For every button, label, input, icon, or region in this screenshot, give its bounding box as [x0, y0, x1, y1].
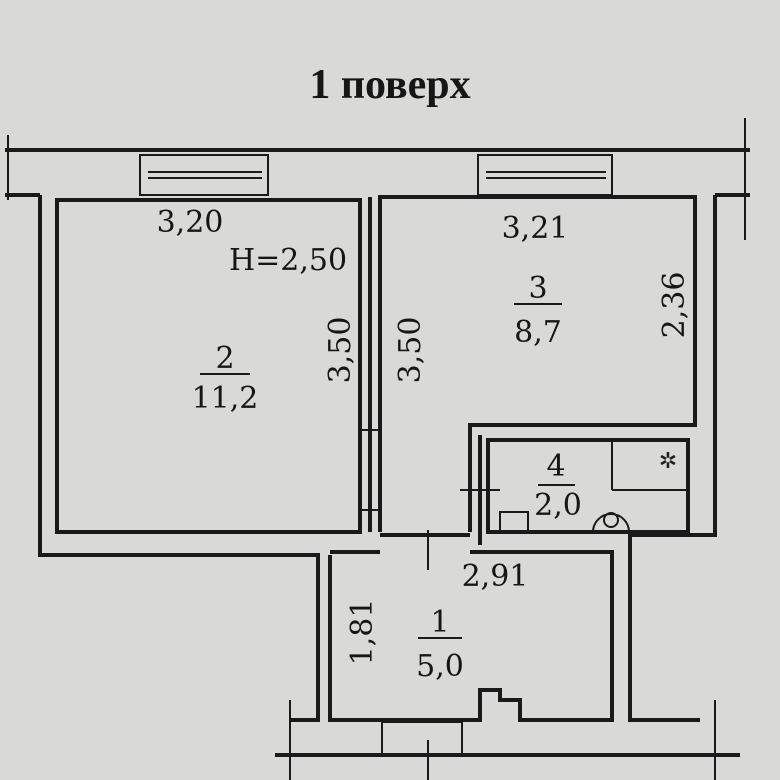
- room-3-side: 2,36: [657, 272, 692, 339]
- room-1-area: 5,0: [416, 649, 464, 684]
- floor-title: 1 поверх: [309, 62, 470, 108]
- room-1-width: 2,91: [462, 559, 529, 594]
- room-3-length: 3,50: [393, 317, 428, 384]
- sink-icon: [499, 511, 529, 533]
- room-2-width: 3,20: [157, 205, 224, 240]
- room-4-number: 4: [546, 449, 565, 484]
- room-4-area: 2,0: [534, 488, 582, 523]
- room-2-number: 2: [215, 341, 234, 376]
- room-1-length: 1,81: [345, 599, 380, 666]
- toilet-bowl-icon: [603, 512, 619, 528]
- windows: [139, 154, 613, 196]
- fixtures: ✲: [499, 448, 677, 533]
- room-2-length: 3,50: [323, 317, 358, 384]
- walls: [5, 118, 750, 780]
- room-3-width: 3,21: [502, 211, 569, 246]
- room-3-area: 8,7: [514, 315, 562, 350]
- toilet-icon: [592, 513, 630, 533]
- shower-icon: ✲: [659, 448, 677, 473]
- room-2-area: 11,2: [192, 381, 259, 416]
- ceiling-height: H=2,50: [229, 243, 347, 278]
- room-3-number: 3: [528, 271, 547, 306]
- room-1-number: 1: [430, 605, 449, 640]
